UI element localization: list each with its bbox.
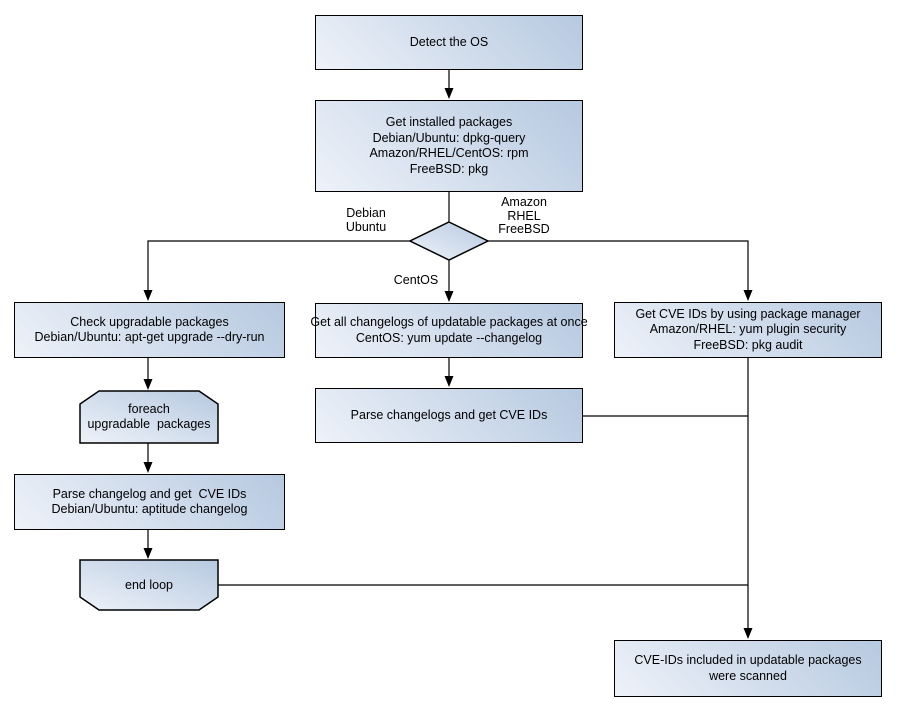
arrowhead-icon <box>444 88 454 99</box>
node-text-line: Amazon/RHEL: yum plugin security <box>649 322 847 337</box>
node-text-line: upgradable packages <box>87 417 211 431</box>
node-text-line: CVE-IDs included in updatable packages <box>634 653 862 667</box>
node-text-line: Get CVE IDs by using package manager <box>635 306 861 321</box>
node-end-loop-label: end loop <box>80 560 218 610</box>
node-get-all-changelogs: Get all changelogs of updatable packages… <box>310 303 588 358</box>
arrowhead-icon <box>743 290 753 301</box>
node-text-line: Debian/Ubuntu: apt-get upgrade --dry-run <box>34 330 265 344</box>
arrowhead-icon <box>444 291 454 302</box>
node-text-line: Get installed packages <box>385 115 513 129</box>
node-text-line: FreeBSD: pkg <box>409 161 489 176</box>
edge-label-line: Debian <box>346 206 386 220</box>
node-detect-os-text: Detect the OS <box>409 34 489 49</box>
node-text-line: Debian/Ubuntu: dpkg-query <box>372 130 526 145</box>
edge-label-line: CentOS <box>393 273 439 287</box>
connector-lines <box>147 70 749 629</box>
arrowhead-icon <box>143 290 153 301</box>
node-result-scanned: CVE-IDs included in updatable packages w… <box>614 640 882 697</box>
end-loop-shape <box>79 559 219 611</box>
node-detect-os: Detect the OS <box>315 15 583 70</box>
node-text-line: Debian/Ubuntu: aptitude changelog <box>51 502 248 516</box>
arrowhead-icon <box>143 548 153 559</box>
node-text-line: Parse changelogs and get CVE IDs <box>350 407 548 422</box>
arrowhead-icon <box>143 462 153 473</box>
node-text-line: Get all changelogs of updatable packages… <box>310 315 588 329</box>
edge-label-line: Ubuntu <box>345 219 387 234</box>
node-foreach-loop-label: foreach upgradable packages <box>80 391 218 443</box>
edge-decision-to-right <box>488 240 749 291</box>
edge-label-line: Amazon <box>501 195 547 209</box>
edge-decision-to-left <box>147 240 410 291</box>
node-text-line: end loop <box>125 577 173 592</box>
node-get-cve-ids-pkg-manager: Get CVE IDs by using package manager Ama… <box>614 302 882 358</box>
node-parse-changelog-debian: Parse changelog and get CVE IDs Debian/U… <box>14 474 285 530</box>
edge-label-line: FreeBSD <box>498 222 550 236</box>
edge-label-amazon-rhel-freebsd: Amazon RHEL FreeBSD <box>493 195 555 237</box>
os-decision-diamond <box>408 221 490 261</box>
arrowhead-icon <box>743 628 753 639</box>
edge-label-centos: CentOS <box>390 273 442 288</box>
node-check-upgradable-packages: Check upgradable packages Debian/Ubuntu:… <box>14 302 285 358</box>
node-text-line: were scanned <box>709 668 787 683</box>
node-text-line: Amazon/RHEL/CentOS: rpm <box>369 146 529 160</box>
arrowhead-icon <box>143 379 153 390</box>
node-text-line: CentOS: yum update --changelog <box>355 330 543 345</box>
edge-label-debian-ubuntu: Debian Ubuntu <box>335 206 397 234</box>
node-text-line: Parse changelog and get CVE IDs <box>52 486 247 501</box>
node-text-line: Check upgradable packages <box>70 314 229 329</box>
arrowheads <box>143 88 753 639</box>
arrowhead-icon <box>444 376 454 387</box>
node-text-line: FreeBSD: pkg audit <box>693 337 803 352</box>
node-parse-changelogs-centos: Parse changelogs and get CVE IDs <box>315 388 583 443</box>
node-get-installed-packages: Get installed packages Debian/Ubuntu: dp… <box>315 100 583 192</box>
edge-label-line: RHEL <box>507 208 541 223</box>
foreach-loop-shape <box>79 390 219 444</box>
node-text-line: foreach <box>128 402 170 416</box>
